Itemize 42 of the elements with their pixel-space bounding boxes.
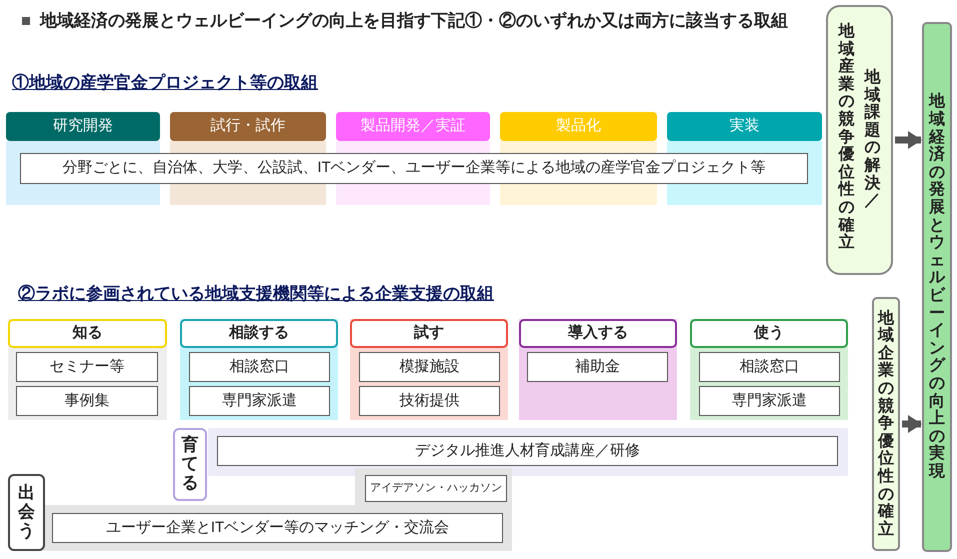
outcome-box [922, 22, 952, 552]
text-box: 専門家派遣 [699, 386, 840, 416]
vertical-label-box: 出会う [8, 474, 45, 551]
text-box: 相談窓口 [699, 352, 840, 382]
text-box: デジタル推進人材育成講座／研修 [217, 436, 838, 466]
text-box: セミナー等 [16, 352, 158, 382]
text-box: 専門家派遣 [189, 386, 330, 416]
vertical-text: 地域企業の競争優位性の確立 [878, 310, 894, 538]
support-column [690, 319, 848, 420]
outcome-box [826, 5, 893, 275]
text-box: 模擬施設 [359, 352, 500, 382]
arrow [902, 415, 922, 433]
text-box: 相談窓口 [189, 352, 330, 382]
section-heading: ②ラボに参画されている地域支援機関等による企業支援の取組 [18, 283, 494, 305]
phase-header: 製品開発／実証 [336, 112, 490, 141]
support-header: 試す [350, 319, 508, 348]
support-header: 導入する [519, 319, 677, 348]
support-header: 相談する [180, 319, 338, 348]
phase-header: 実装 [667, 112, 822, 141]
text-box: 分野ごとに、自治体、大学、公設試、ITベンダー、ユーザー企業等による地域の産学官金プロジェクト等 [20, 153, 808, 184]
support-column [8, 319, 167, 420]
phase-header: 研究開発 [6, 112, 160, 141]
outcome-box [872, 297, 900, 551]
support-column [180, 319, 338, 420]
vertical-label-box: 育てる [173, 428, 207, 501]
title: 地域経済の発展とウェルビーイングの向上を目指す下記①・②のいずれか又は両方に該当する取組 [40, 10, 788, 32]
support-column [519, 319, 677, 420]
phase-header: 試行・試作 [170, 112, 326, 141]
vertical-text: 地域経済の発展とウェルビーイングの向上の実現 [929, 93, 945, 481]
text-box: 技術提供 [359, 386, 500, 416]
text-box: 事例集 [16, 386, 158, 416]
phase-header: 製品化 [500, 112, 657, 141]
vertical-text: 地域課題の解決／ [864, 69, 880, 210]
support-header: 使う [690, 319, 848, 348]
vertical-text: 地域産業の競争優位性の確立 [838, 23, 854, 252]
section-heading: ①地域の産学官金プロジェクト等の取組 [12, 72, 318, 94]
arrow [895, 131, 922, 149]
text-box: アイデアソン・ハッカソン [365, 475, 507, 502]
support-header: 知る [8, 319, 167, 348]
text-box: ユーザー企業とITベンダー等のマッチング・交流会 [52, 513, 503, 543]
text-box: 補助金 [527, 352, 668, 382]
support-column [350, 319, 508, 420]
